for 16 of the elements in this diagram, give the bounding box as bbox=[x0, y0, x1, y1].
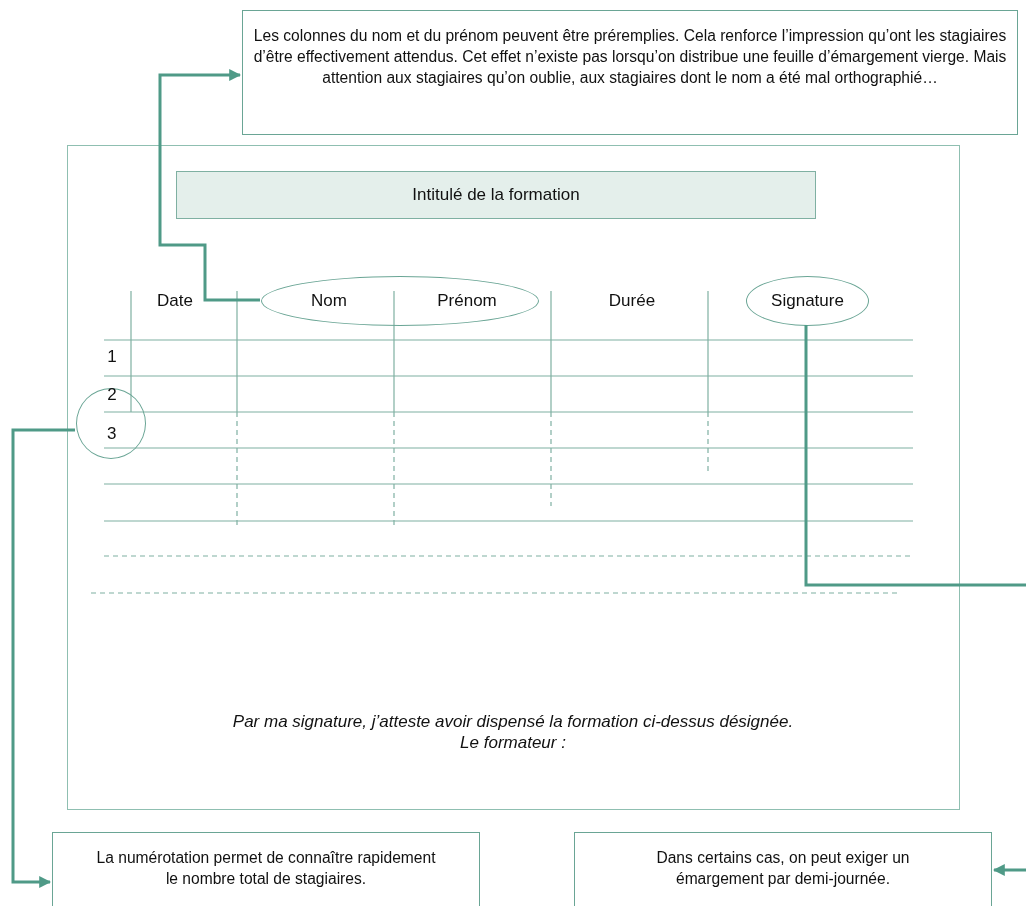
note-box: Dans certains cas, on peut exiger un émargement par demi-journée. bbox=[574, 832, 992, 906]
column-header: Durée bbox=[608, 291, 656, 311]
note-box: Les colonnes du nom et du prénom peuvent être préremplies. Cela renforce l’impression qu’ont les stagiaires d’être effectivement attendus. Cet effet n’existe pas lorsqu’on distribue une feuille d’émargement vierge. Mais attention aux stagiaires qu’on oublie, aux stagiaires dont le nom a été mal orthographié… bbox=[242, 10, 1018, 135]
row-number: 1 bbox=[107, 347, 117, 367]
arrow bbox=[11, 428, 75, 888]
attestation-text: Par ma signature, j’atteste avoir dispensé la formation ci-dessus désignée. bbox=[232, 712, 794, 732]
arrow bbox=[158, 69, 260, 302]
column-header: Nom bbox=[311, 291, 347, 311]
arrow bbox=[804, 325, 1026, 876]
note-box: La numérotation permet de connaître rapidement le nombre total de stagiaires. bbox=[52, 832, 480, 906]
column-header: Date bbox=[157, 291, 193, 311]
row-number: 2 bbox=[107, 385, 117, 405]
form-sheet bbox=[67, 145, 960, 810]
title-banner: Intitulé de la formation bbox=[176, 171, 816, 219]
column-header: Prénom bbox=[437, 291, 497, 311]
attestation-text: Le formateur : bbox=[460, 733, 566, 753]
